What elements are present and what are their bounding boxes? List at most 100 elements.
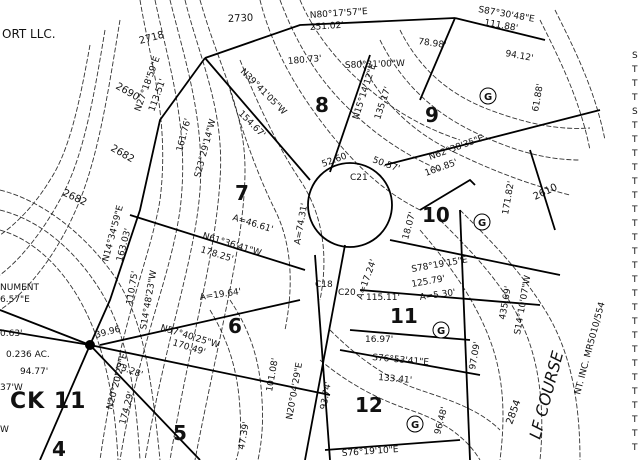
dimension-label: 251.02' xyxy=(310,21,345,33)
margin-text: T xyxy=(631,345,638,355)
contour-lines xyxy=(0,0,606,460)
margin-text: T xyxy=(631,163,638,173)
dimension-label: 171.82' xyxy=(501,180,517,215)
margin-text: T xyxy=(631,247,638,257)
lot-number: 10 xyxy=(422,203,450,227)
g-stub-marker xyxy=(479,87,497,105)
curve-label: C21 xyxy=(350,173,368,183)
owner-label: ORT LLC. xyxy=(2,27,56,41)
dimension-label: 96.48' xyxy=(433,406,450,436)
dimension-label: 125.79' xyxy=(411,274,446,290)
margin-text: T xyxy=(631,65,638,75)
dimension-label: N39°41'05"W xyxy=(238,67,288,117)
margin-text: T xyxy=(631,191,638,201)
g-stub-label: G xyxy=(484,92,492,103)
block-label: CK 11 xyxy=(10,389,86,414)
g-stub-marker xyxy=(432,321,450,339)
dimension-label: 135.17' xyxy=(373,86,393,121)
lot-number: 5 xyxy=(173,421,187,445)
margin-text: T xyxy=(631,79,638,89)
lot-number: 6 xyxy=(228,314,242,338)
margin-text: T xyxy=(631,317,638,327)
dimension-label: 97.09' xyxy=(468,341,483,371)
dimension-label: S76°53'41"E xyxy=(372,353,430,368)
lot-number: 7 xyxy=(235,181,249,205)
dimension-label: 110.75' xyxy=(125,270,141,305)
dimension-label: A=46.61' xyxy=(231,213,274,235)
contour-label: 2682 xyxy=(61,188,89,209)
margin-text: T xyxy=(631,443,638,453)
dimension-label: 78.98' xyxy=(418,37,447,51)
margin-text: T xyxy=(631,135,638,145)
margin-text: T xyxy=(631,261,638,271)
margin-text: T xyxy=(631,149,638,159)
dimension-label: 47.39' xyxy=(237,421,252,451)
course-label: LF COURSE xyxy=(526,348,568,441)
dimension-label: 37'W xyxy=(0,383,23,393)
dimension-label: S76°19'10"E xyxy=(342,445,400,459)
dimension-label: A=74.31' xyxy=(293,202,310,245)
margin-text: T xyxy=(631,233,638,243)
margin-text: T xyxy=(631,429,638,439)
dimension-label: S78°19'15"E xyxy=(411,255,469,275)
dimension-label: 0.236 AC. xyxy=(6,350,50,360)
g-stub-marker xyxy=(406,415,424,433)
dimension-label: N80°17'57"E xyxy=(310,7,369,21)
margin-text: T xyxy=(631,177,638,187)
dimension-label: S23°29'14"W xyxy=(193,118,218,179)
cul-de-sac xyxy=(307,162,393,248)
contour-label: 2854 xyxy=(504,398,523,426)
margin-text: T xyxy=(631,93,638,103)
margin-text: T xyxy=(631,219,638,229)
contour-label: 2718 xyxy=(138,30,165,47)
margin-text: T xyxy=(631,303,638,313)
lot-number: 11 xyxy=(390,304,418,328)
dimension-label: S80°31'00"W xyxy=(345,59,405,71)
monument-marker xyxy=(85,340,95,350)
dimension-label: 94.77' xyxy=(20,367,48,377)
g-stub-label: G xyxy=(411,420,419,431)
contour-label: 2730 xyxy=(228,13,254,25)
g-stub-marker xyxy=(473,213,491,231)
curve-label: C18 xyxy=(315,280,333,290)
margin-text: T xyxy=(631,373,638,383)
margin-text: T xyxy=(631,387,638,397)
margin-text: T xyxy=(631,401,638,411)
dimension-label: A=5.30' xyxy=(419,288,456,303)
dimension-label: N20°04'29"E xyxy=(285,361,305,420)
lot-number: 12 xyxy=(355,393,383,417)
lot-lines xyxy=(0,17,601,460)
margin-text: T xyxy=(631,359,638,369)
dimension-label: A=19.64' xyxy=(199,287,242,303)
dimension-label: 52.60 xyxy=(321,152,349,170)
dimension-label: 160.85' xyxy=(424,158,459,179)
lot-number: 9 xyxy=(425,103,439,127)
dimension-label: W xyxy=(0,425,9,435)
dimension-label: 6.57"E xyxy=(0,295,30,305)
margin-text: T xyxy=(631,289,638,299)
margin-text: T xyxy=(631,205,638,215)
course-ref: NT. INC. MR5010/554 xyxy=(573,301,607,396)
dimension-label: S14°48'23"W xyxy=(139,270,159,331)
dimension-label: 18.07' xyxy=(401,211,418,241)
lot-number: 8 xyxy=(315,93,329,117)
dimension-label: 93.74' xyxy=(319,381,334,411)
margin-text: T xyxy=(631,415,638,425)
dimension-label: 101.08' xyxy=(265,357,281,392)
margin-text: S xyxy=(632,107,638,117)
dimension-label: 115.11' xyxy=(366,293,400,303)
dimension-label: 180.73' xyxy=(287,54,322,67)
dimension-label: 0.63' xyxy=(0,329,23,339)
monument-label: NUMENT xyxy=(0,283,40,293)
g-stub-label: G xyxy=(437,326,445,337)
lot-number: 4 xyxy=(52,437,66,460)
contour-label: 2682 xyxy=(109,143,137,165)
margin-text: T xyxy=(631,121,638,131)
dimension-label: 133.41' xyxy=(378,373,413,386)
margin-text: T xyxy=(631,331,638,341)
margin-text: T xyxy=(631,275,638,285)
curve-label: C20 xyxy=(338,288,356,298)
g-stub-label: G xyxy=(478,218,486,229)
dimension-label: 94.12' xyxy=(504,49,534,64)
